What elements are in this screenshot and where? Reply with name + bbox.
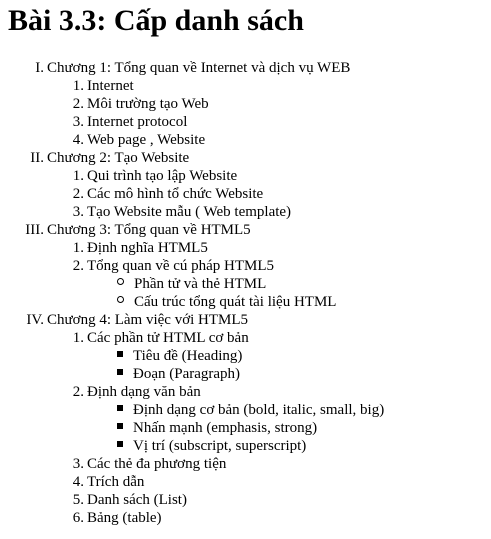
list-item-label: Chương 3: Tổng quan về HTML5 — [47, 222, 251, 238]
list-marker: 2. — [72, 96, 84, 112]
list-item-label: Nhấn mạnh (emphasis, strong) — [133, 420, 318, 436]
list-marker: 2. — [72, 186, 84, 202]
list-item-label: Đoạn (Paragraph) — [133, 366, 241, 382]
list-item-label: Web page , Website — [87, 132, 206, 148]
list-item-label: Các phần tử HTML cơ bản — [87, 330, 249, 346]
list-item-label: Phần tử và thẻ HTML — [134, 276, 267, 292]
list-item-label: Qui trình tạo lập Website — [87, 168, 238, 184]
section-item: 2.Định dạng văn bản — [54, 383, 201, 401]
list-marker: 3. — [72, 456, 84, 472]
list-marker: 2. — [72, 384, 84, 400]
list-item-label: Định dạng cơ bản (bold, italic, small, b… — [133, 402, 385, 418]
section-item: 1.Internet — [54, 77, 134, 95]
section-item: 2.Môi trường tạo Web — [54, 95, 209, 113]
list-item-label: Chương 1: Tổng quan về Internet và dịch … — [47, 60, 351, 76]
section-item: 6.Bảng (table) — [54, 509, 162, 527]
subsection-item: Định dạng cơ bản (bold, italic, small, b… — [117, 401, 384, 419]
list-marker: III. — [25, 222, 44, 238]
list-marker: 1. — [72, 240, 84, 256]
section-item: 4.Trích dẫn — [54, 473, 145, 491]
list-marker: 3. — [72, 204, 84, 220]
section-item: 2.Tổng quan về cú pháp HTML5 — [54, 257, 274, 275]
square-bullet-icon — [117, 423, 123, 429]
list-item-label: Môi trường tạo Web — [87, 96, 209, 112]
section-item: 1.Định nghĩa HTML5 — [54, 239, 208, 257]
list-item-label: Chương 4: Làm việc với HTML5 — [47, 312, 249, 328]
section-item: 3.Các thẻ đa phương tiện — [54, 455, 227, 473]
subsection-item: Đoạn (Paragraph) — [117, 365, 240, 383]
page-title: Bài 3.3: Cấp danh sách — [8, 4, 304, 37]
chapter-item: III.Chương 3: Tổng quan về HTML5 — [14, 221, 251, 239]
list-item-label: Tạo Website mẫu ( Web template) — [87, 204, 292, 220]
subsection-item: Cấu trúc tổng quát tài liệu HTML — [117, 293, 336, 311]
list-marker: 2. — [72, 258, 84, 274]
list-item-label: Trích dẫn — [87, 474, 145, 490]
circle-bullet-icon — [117, 278, 124, 285]
section-item: 1.Qui trình tạo lập Website — [54, 167, 237, 185]
list-marker: 3. — [72, 114, 84, 130]
chapter-item: I.Chương 1: Tổng quan về Internet và dịc… — [14, 59, 350, 77]
chapter-item: II.Chương 2: Tạo Website — [14, 149, 189, 167]
subsection-item: Tiêu đề (Heading) — [117, 347, 242, 365]
list-marker: 5. — [72, 492, 84, 508]
list-item-label: Định nghĩa HTML5 — [87, 240, 208, 256]
list-marker: IV. — [26, 312, 44, 328]
list-marker: I. — [35, 60, 44, 76]
square-bullet-icon — [117, 369, 123, 375]
list-marker: 4. — [72, 132, 84, 148]
circle-bullet-icon — [117, 296, 124, 303]
square-bullet-icon — [117, 441, 123, 447]
section-item: 5.Danh sách (List) — [54, 491, 187, 509]
subsection-item: Nhấn mạnh (emphasis, strong) — [117, 419, 317, 437]
list-item-label: Tổng quan về cú pháp HTML5 — [87, 258, 275, 274]
list-marker: II. — [30, 150, 44, 166]
section-item: 3.Internet protocol — [54, 113, 188, 131]
list-item-label: Các thẻ đa phương tiện — [87, 456, 227, 472]
subsection-item: Vị trí (subscript, superscript) — [117, 437, 306, 455]
list-item-label: Chương 2: Tạo Website — [47, 150, 190, 166]
list-item-label: Tiêu đề (Heading) — [133, 348, 243, 364]
list-item-label: Cấu trúc tổng quát tài liệu HTML — [134, 294, 337, 310]
section-item: 3.Tạo Website mẫu ( Web template) — [54, 203, 291, 221]
list-marker: 6. — [72, 510, 84, 526]
chapter-item: IV.Chương 4: Làm việc với HTML5 — [14, 311, 248, 329]
list-marker: 1. — [72, 78, 84, 94]
square-bullet-icon — [117, 405, 123, 411]
list-item-label: Các mô hình tổ chức Website — [87, 186, 264, 202]
square-bullet-icon — [117, 351, 123, 357]
subsection-item: Phần tử và thẻ HTML — [117, 275, 266, 293]
section-item: 4.Web page , Website — [54, 131, 205, 149]
list-item-label: Bảng (table) — [87, 510, 162, 526]
section-item: 2.Các mô hình tổ chức Website — [54, 185, 263, 203]
list-item-label: Định dạng văn bản — [87, 384, 201, 400]
list-marker: 4. — [72, 474, 84, 490]
list-item-label: Internet — [87, 78, 134, 94]
list-marker: 1. — [72, 168, 84, 184]
list-item-label: Vị trí (subscript, superscript) — [133, 438, 307, 454]
list-item-label: Danh sách (List) — [87, 492, 187, 508]
list-item-label: Internet protocol — [87, 114, 188, 130]
section-item: 1.Các phần tử HTML cơ bản — [54, 329, 249, 347]
list-marker: 1. — [72, 330, 84, 346]
